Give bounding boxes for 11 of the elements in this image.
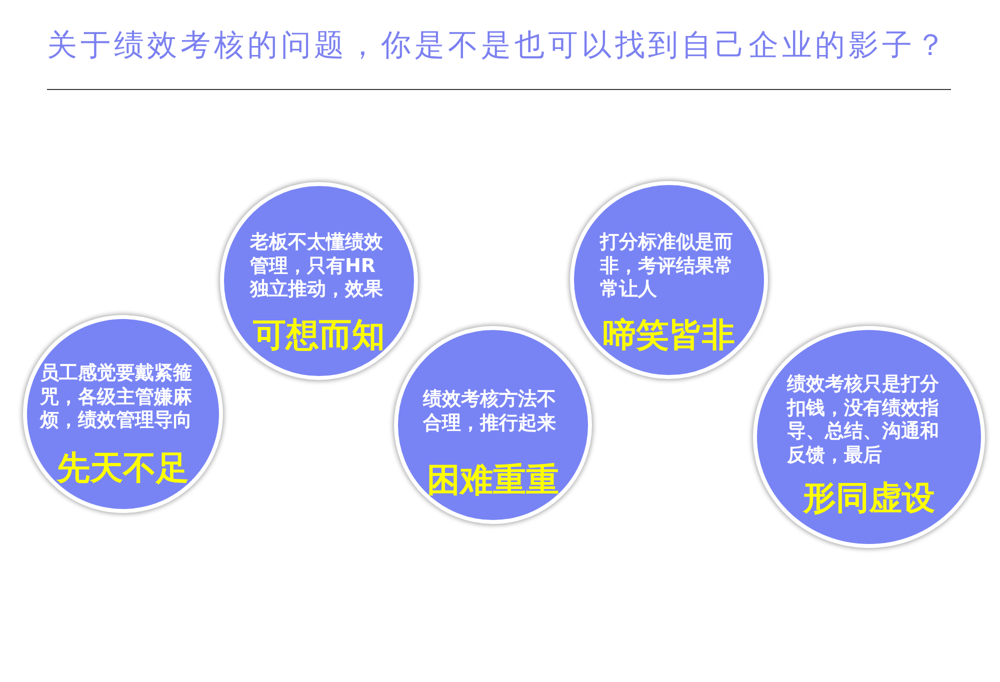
title: 关于绩效考核的问题，你是不是也可以找到自己企业的影子？ (47, 27, 949, 65)
highlight-text: 先天不足 (56, 448, 190, 488)
highlight-text: 可想而知 (252, 315, 386, 355)
body-text: 绩效考核只是打分扣钱，没有绩效指导、总结、沟通和反馈，最后 (787, 373, 940, 468)
highlight-text: 困难重重 (426, 460, 560, 500)
body-text: 老板不太懂绩效管理，只有HR独立推动，效果 (250, 231, 384, 302)
body-text: 员工感觉要戴紧箍咒，各级主管嫌麻烦，绩效管理导向 (40, 362, 193, 433)
highlight-text: 形同虚设 (802, 478, 936, 518)
body-text: 绩效考核方法不合理，推行起来 (423, 388, 557, 436)
highlight-text: 啼笑皆非 (602, 315, 736, 355)
body-text: 打分标准似是而非，考评结果常常让人 (600, 231, 734, 302)
